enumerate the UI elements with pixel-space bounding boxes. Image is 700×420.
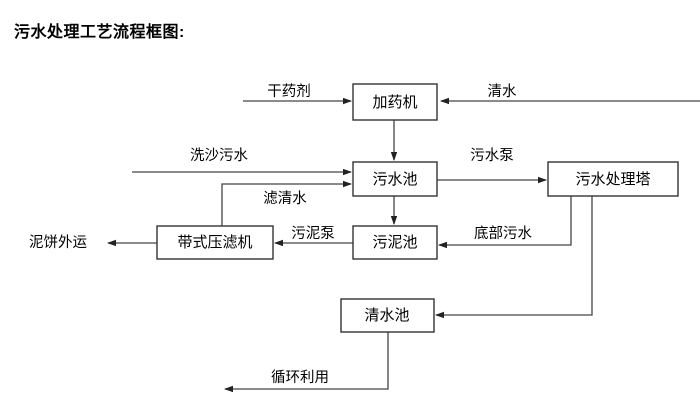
node-label-clean-water-pool: 清水池 <box>364 307 409 324</box>
node-treatment-tower[interactable]: 污水处理塔 <box>547 161 679 197</box>
node-sewage-pool[interactable]: 污水池 <box>352 161 438 197</box>
page-title: 污水处理工艺流程框图: <box>14 24 185 41</box>
edge-tower-to-clean-water-pool <box>435 196 593 319</box>
node-label-belt-filter-press: 带式压滤机 <box>177 234 252 251</box>
node-sludge-pool[interactable]: 污泥池 <box>352 225 438 260</box>
edge-recycle-use: 循环利用 <box>224 332 389 393</box>
edge-label-sewage-pump: 污水泵 <box>470 147 514 164</box>
edge-label-sand-wash-sewage: 洗沙污水 <box>190 147 248 164</box>
node-label-treatment-tower: 污水处理塔 <box>575 171 650 188</box>
edge-bottom-sewage-to-sludge-pool: 底部污水 <box>438 196 572 249</box>
node-clean-water-pool[interactable]: 清水池 <box>340 298 435 333</box>
edge-filtrate-to-sewage-pool: 滤清水 <box>221 180 352 226</box>
edge-label-dry-agent: 干药剂 <box>267 83 311 100</box>
edge-sludge-pump-to-press: 污泥泵 <box>274 225 353 247</box>
edge-label-mud-cake-out: 泥饼外运 <box>29 234 87 251</box>
node-belt-filter-press[interactable]: 带式压滤机 <box>156 225 274 260</box>
node-dosing-machine[interactable]: 加药机 <box>352 83 438 121</box>
edge-label-clean-water: 清水 <box>488 83 517 100</box>
node-label-dosing-machine: 加药机 <box>372 94 417 111</box>
edge-press-to-mud-cake: 泥饼外运 <box>29 234 157 251</box>
edge-label-recycle-use: 循环利用 <box>271 369 329 386</box>
edge-clean-water-to-dosing: 清水 <box>440 83 700 105</box>
node-label-sludge-pool: 污泥池 <box>372 234 417 251</box>
edge-label-filtrate-water: 滤清水 <box>263 190 307 207</box>
edge-sand-wash-to-sewage-pool: 洗沙污水 <box>132 147 352 176</box>
edge-dry-agent-to-dosing: 干药剂 <box>243 83 352 105</box>
edge-label-sludge-pump: 污泥泵 <box>291 225 335 242</box>
node-label-sewage-pool: 污水池 <box>372 171 417 188</box>
edge-label-bottom-sewage: 底部污水 <box>474 225 532 242</box>
edge-sewage-pump-to-tower: 污水泵 <box>437 147 547 184</box>
